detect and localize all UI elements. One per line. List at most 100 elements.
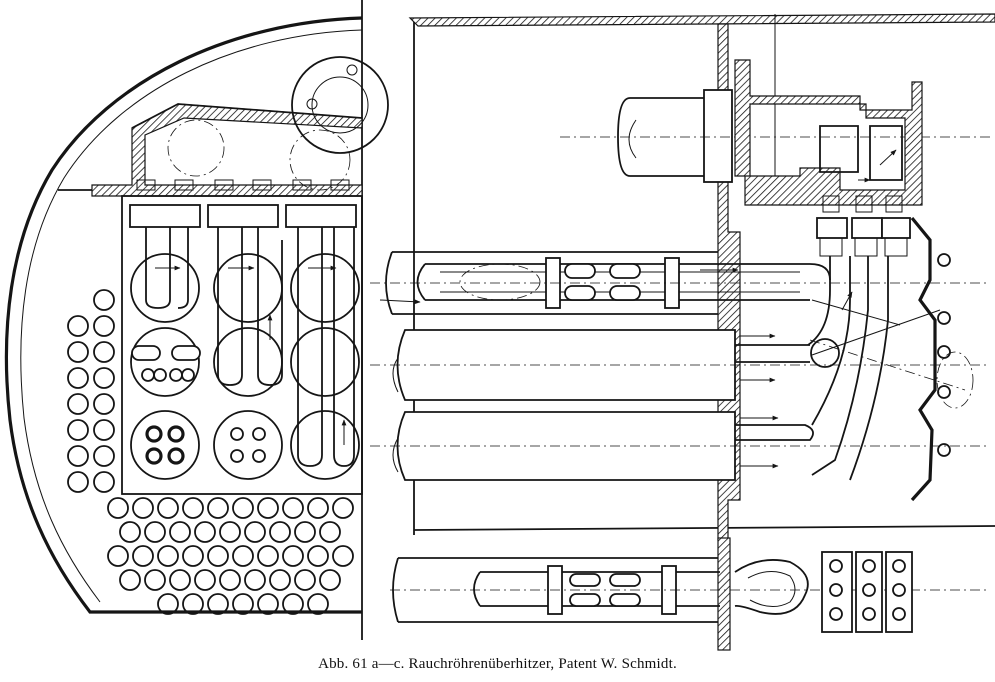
fire-tube — [332, 545, 354, 567]
fire-tube — [157, 497, 179, 519]
bolt — [346, 64, 358, 76]
fire-tube — [132, 497, 154, 519]
fire-tube — [257, 497, 279, 519]
fire-tube — [182, 545, 204, 567]
fire-tube — [93, 393, 115, 415]
fire-tube — [244, 521, 266, 543]
fire-tube — [119, 521, 141, 543]
fire-tube — [257, 593, 279, 615]
element-plan-view — [390, 551, 990, 633]
steam-pipe-inner — [311, 76, 369, 134]
fire-tube — [232, 497, 254, 519]
fire-tube — [219, 569, 241, 591]
fire-tube — [93, 289, 115, 311]
fire-tube — [307, 497, 329, 519]
header-pipe-hidden — [289, 129, 351, 191]
fire-tube — [182, 593, 204, 615]
fire-tube — [294, 521, 316, 543]
fire-tube — [219, 521, 241, 543]
fire-tube — [169, 521, 191, 543]
header-pipe-hidden — [167, 119, 225, 177]
fire-tube — [67, 341, 89, 363]
fire-tube — [257, 545, 279, 567]
element-group-2 — [207, 179, 283, 386]
fire-tube — [282, 497, 304, 519]
fire-tube — [107, 497, 129, 519]
fire-tube — [119, 569, 141, 591]
fire-tube — [157, 545, 179, 567]
fire-tube — [144, 569, 166, 591]
boiler-cross-section-view — [4, 0, 389, 640]
smokebox-bottom — [413, 525, 995, 531]
fire-tube — [67, 367, 89, 389]
fire-tube — [232, 545, 254, 567]
fire-tube — [132, 545, 154, 567]
element-loop-plan — [473, 571, 720, 607]
flue-row-1 — [130, 253, 360, 323]
fire-tube — [282, 545, 304, 567]
fire-tube — [144, 521, 166, 543]
flue-tube-lower — [392, 411, 814, 481]
header-chamber — [869, 125, 903, 181]
fire-tube — [207, 545, 229, 567]
fire-tube — [319, 569, 341, 591]
flue-row-2 — [130, 327, 360, 397]
fire-tube — [169, 569, 191, 591]
fire-tube — [93, 419, 115, 441]
fire-tube — [93, 445, 115, 467]
fire-tube — [332, 497, 354, 519]
fire-tube — [67, 315, 89, 337]
fire-tube — [207, 593, 229, 615]
flue-tube-middle — [392, 329, 840, 401]
fire-tube — [67, 419, 89, 441]
boiler-shell-inner — [20, 29, 363, 603]
smokebox-wall — [408, 13, 995, 27]
fire-tube — [269, 521, 291, 543]
fire-tube — [67, 471, 89, 493]
boiler-shell-outer — [4, 16, 363, 614]
fire-tube — [232, 593, 254, 615]
element-group-1 — [129, 179, 201, 309]
fire-tube — [182, 497, 204, 519]
fire-tube — [67, 393, 89, 415]
fire-tube — [307, 593, 329, 615]
figure-caption: Abb. 61 a—c. Rauchröhrenüberhitzer, Pate… — [318, 656, 677, 672]
bolt — [306, 98, 318, 110]
fire-tube — [67, 445, 89, 467]
header-chamber — [819, 125, 859, 173]
header-flanges-plan — [821, 551, 913, 633]
fire-tube — [93, 341, 115, 363]
flue-row-3 — [130, 410, 360, 480]
steam-pipe-outer — [291, 56, 389, 154]
superheater-drawing — [4, 0, 995, 651]
element-group-3 — [285, 179, 357, 467]
pipe-flange — [703, 89, 733, 183]
door-bolts — [937, 253, 951, 457]
return-loop-plan — [734, 559, 809, 615]
smokebox-door — [910, 216, 937, 502]
fire-tube — [319, 521, 341, 543]
steam-pipe-cut — [628, 119, 637, 159]
fire-tube — [307, 545, 329, 567]
tube-plate-lower — [717, 537, 731, 651]
superheater-chamber — [121, 195, 363, 495]
fire-tube — [93, 367, 115, 389]
fire-tube — [282, 593, 304, 615]
header-top-wall — [131, 103, 363, 129]
longitudinal-section-view — [370, 13, 995, 651]
fire-tube — [93, 315, 115, 337]
fire-tube — [157, 593, 179, 615]
fire-tube — [207, 497, 229, 519]
fire-tube — [244, 569, 266, 591]
fire-tube — [294, 569, 316, 591]
fire-tube — [194, 569, 216, 591]
fire-tube — [107, 545, 129, 567]
element-connectors — [816, 195, 911, 257]
element-return-bends — [807, 256, 966, 481]
damper-hinge — [936, 351, 974, 409]
fire-tube — [269, 569, 291, 591]
small-fire-tubes — [67, 289, 354, 615]
superheater-header — [734, 59, 923, 206]
fire-tube — [93, 471, 115, 493]
fire-tube — [194, 521, 216, 543]
